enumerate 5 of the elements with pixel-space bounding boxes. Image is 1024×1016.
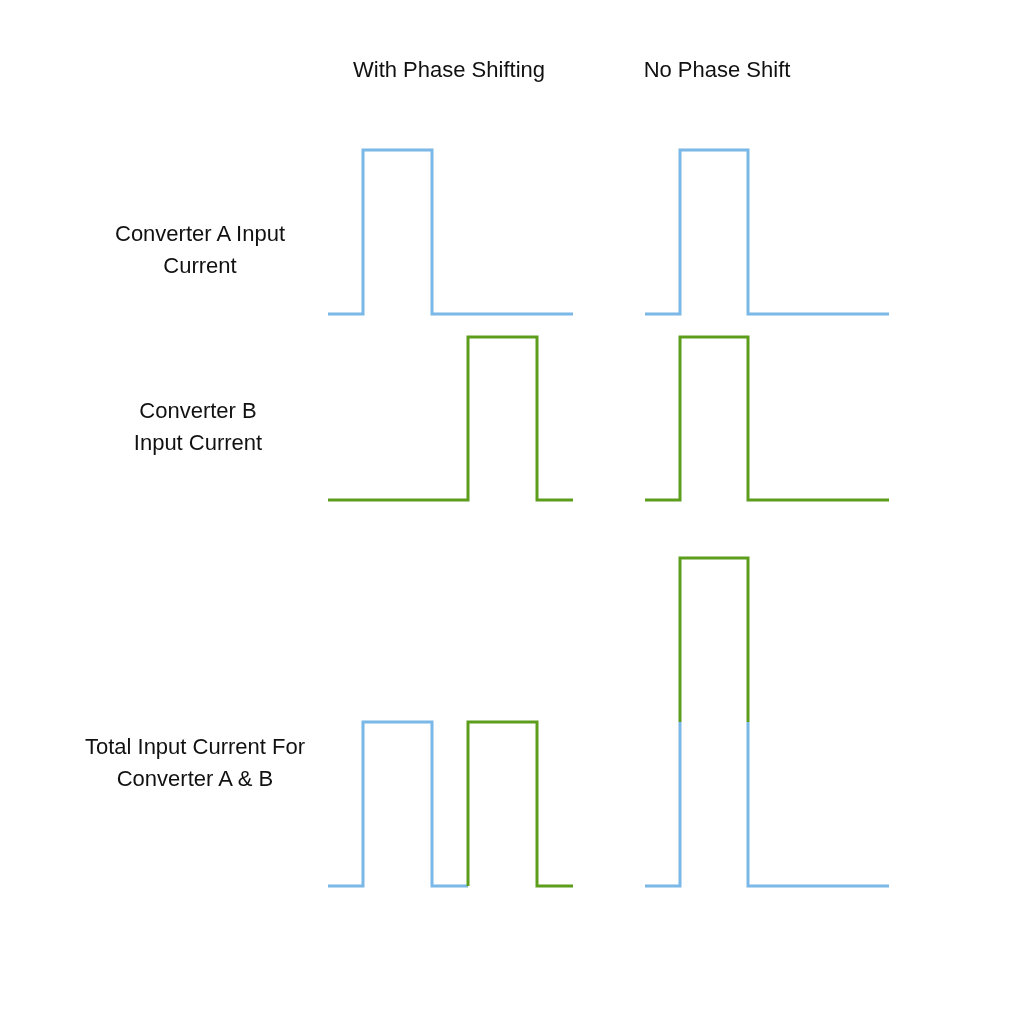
row-label: Converter B Input Current (132, 397, 264, 457)
row-label: Converter A Input Current (115, 220, 285, 280)
row-label: Total Input Current For Converter A & B (83, 733, 307, 793)
column-heading: With Phase Shifting (352, 56, 546, 84)
column-heading: No Phase Shift (642, 56, 792, 84)
